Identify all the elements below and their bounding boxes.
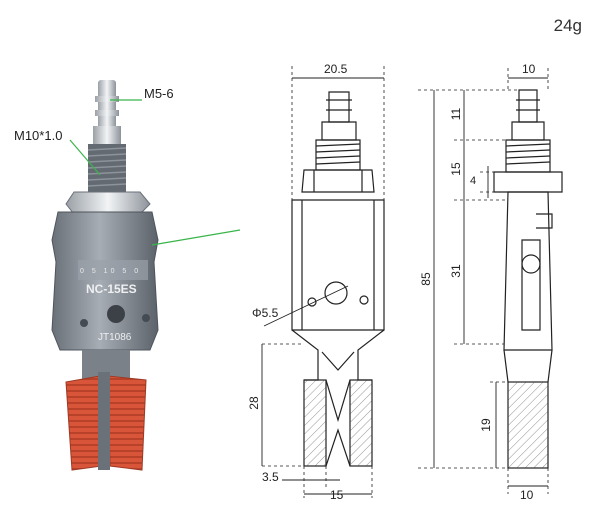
gripper-body [51, 211, 159, 351]
front-dimension-lines [262, 66, 385, 498]
front-hole-diameter: Φ5.5 [252, 306, 279, 320]
side-total-length: 85 [419, 272, 433, 286]
gripper-jaws [65, 350, 147, 471]
body-thread-label: M10*1.0 [14, 128, 63, 143]
front-jaw-thickness: 3.5 [262, 470, 279, 484]
side-pad-hatch [508, 382, 548, 468]
side-fitting-length: 11 [449, 107, 463, 121]
scale-marks: 0 5 10 5 0 [80, 268, 142, 275]
front-jaw-width: 15 [330, 488, 344, 502]
photo-leaders [69, 99, 241, 246]
front-jaw-height: 28 [247, 396, 261, 410]
side-dimension-lines [418, 68, 549, 494]
weight-label: 24g [553, 16, 582, 35]
body-code-text: JT1086 [98, 332, 132, 343]
side-pad-width: 10 [520, 488, 534, 502]
front-dimension-arrows [261, 77, 384, 495]
side-pad-length: 19 [479, 418, 493, 432]
front-width-top: 20.5 [324, 62, 348, 76]
side-body-length: 31 [449, 264, 463, 278]
side-thread-length: 15 [449, 162, 463, 176]
threaded-shank [87, 144, 127, 194]
front-jaw-hatch [304, 380, 372, 466]
side-nut-thickness: 4 [470, 175, 477, 187]
barb-fitting [93, 80, 121, 144]
side-dimension-arrows [433, 77, 548, 487]
side-width-top: 10 [522, 62, 536, 76]
hex-nut [65, 191, 151, 215]
outlet-thread-label: M5-6 [144, 86, 174, 101]
body-model-text: NC-15ES [86, 282, 137, 296]
